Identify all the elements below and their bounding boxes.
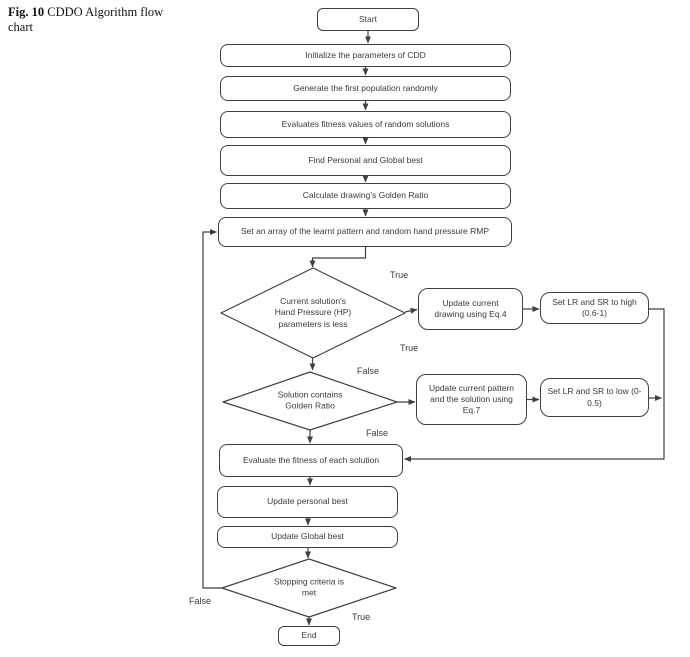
edge-label-stop-false: False [189,596,212,606]
node-update-global-best: Update Global best [217,526,398,548]
edge-label-stop-true: True [352,612,371,622]
node-generate-population: Generate the first population randomly [220,76,511,101]
edge-label-golden-true: True [400,343,419,353]
decision-hp-shape [220,267,406,359]
figure-number: Fig. 10 [8,5,45,19]
edge-setarray-decision-hp [309,247,367,268]
edge-label-hp-false: False [357,366,380,376]
node-initialize-parameters: Initialize the parameters of CDD [220,44,511,67]
edge-hp-true-update-drawing [404,307,418,314]
node-update-drawing-eq4: Update current drawing using Eq.4 [418,288,523,330]
node-evaluate-fitness: Evaluate the fitness of each solution [219,444,403,477]
figure-title: CDDO Algorithm flow chart [8,5,164,34]
edge-set-high-merge-evaluate [404,308,665,462]
node-update-pattern-eq7: Update current pattern and the solution … [416,374,527,425]
node-update-personal-best: Update personal best [217,486,398,518]
node-set-lr-sr-high: Set LR and SR to high (0.6-1) [540,292,649,324]
decision-golden-shape [222,371,398,431]
decision-stop-shape [221,558,397,618]
node-start: Start [317,8,419,31]
edge-label-golden-false: False [366,428,389,438]
decision-hp-label: Current solution's Hand Pressure (HP) pa… [274,295,352,329]
edge-label-hp-true: True [390,270,409,280]
node-calculate-golden-ratio: Calculate drawing's Golden Ratio [220,183,511,209]
node-find-personal-global-best: Find Personal and Global best [220,145,511,176]
node-set-lr-sr-low: Set LR and SR to low (0- 0.5) [540,378,649,417]
node-set-array-rmp: Set an array of the learnt pattern and r… [218,217,512,247]
figure-caption: Fig. 10 CDDO Algorithm flow chart [8,5,178,35]
node-end: End [278,626,340,646]
decision-stop-label: Stopping criteria is met [274,576,344,598]
edge-stop-false-loop [202,229,222,589]
node-evaluate-random-solutions: Evaluates fitness values of random solut… [220,111,511,138]
decision-golden-label: Solution contains Golden Ratio [277,389,343,411]
